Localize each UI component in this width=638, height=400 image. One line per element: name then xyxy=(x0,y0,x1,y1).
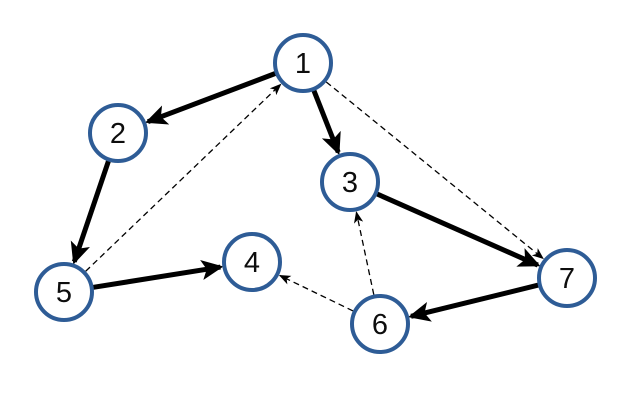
node-1[interactable]: 1 xyxy=(273,33,333,93)
node-circle-7[interactable] xyxy=(537,248,597,308)
edge-1-to-7 xyxy=(325,81,544,260)
node-label-1: 1 xyxy=(295,48,311,80)
node-label-7: 7 xyxy=(559,263,575,295)
node-5[interactable]: 5 xyxy=(34,262,94,322)
node-label-5: 5 xyxy=(56,277,72,309)
edge-7-to-6 xyxy=(408,282,540,322)
edge-5-to-4 xyxy=(92,260,224,290)
edge-5-to-1 xyxy=(85,83,282,272)
node-circle-2[interactable] xyxy=(88,103,148,163)
node-circle-4[interactable] xyxy=(222,232,282,292)
edge-1-to-2 xyxy=(145,70,277,125)
node-label-4: 4 xyxy=(244,247,260,279)
edge-6-to-4 xyxy=(278,274,354,312)
node-3[interactable]: 3 xyxy=(320,152,380,212)
node-circle-3[interactable] xyxy=(320,152,380,212)
edge-2-to-5 xyxy=(70,159,112,265)
edge-1-to-3 xyxy=(311,89,341,156)
edge-layer xyxy=(70,70,544,322)
node-circle-1[interactable] xyxy=(273,33,333,93)
node-label-2: 2 xyxy=(110,118,126,150)
node-7[interactable]: 7 xyxy=(537,248,597,308)
node-4[interactable]: 4 xyxy=(222,232,282,292)
edge-3-to-7 xyxy=(375,191,541,268)
node-circle-5[interactable] xyxy=(34,262,94,322)
node-label-3: 3 xyxy=(342,167,358,199)
node-layer: 1 2 3 4 5 6 7 xyxy=(34,33,597,354)
node-2[interactable]: 2 xyxy=(88,103,148,163)
edge-6-to-3 xyxy=(354,211,375,295)
node-label-6: 6 xyxy=(372,309,388,341)
node-circle-6[interactable] xyxy=(350,294,410,354)
node-6[interactable]: 6 xyxy=(350,294,410,354)
